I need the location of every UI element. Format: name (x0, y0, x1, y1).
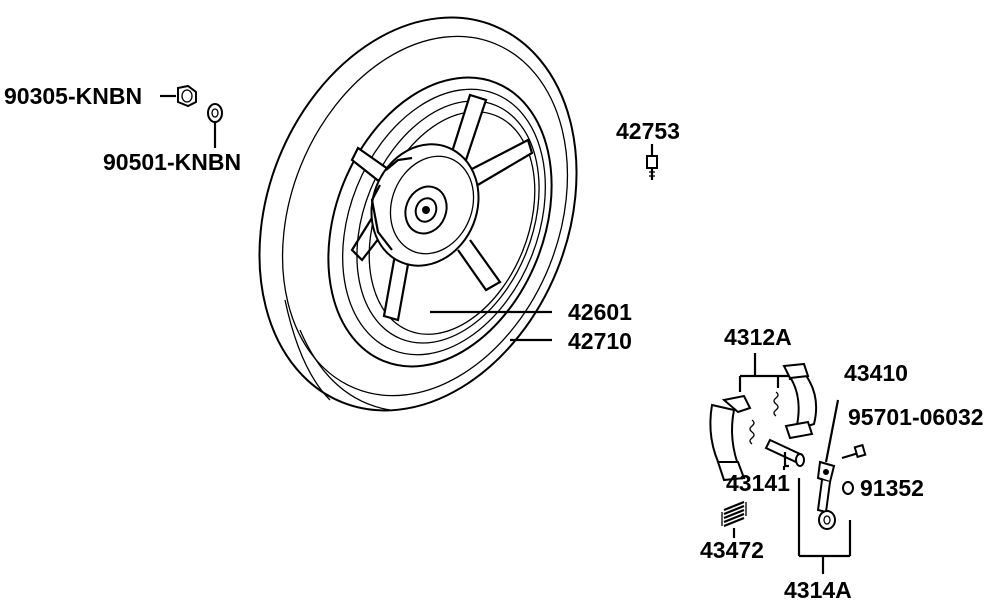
brake-arm-icon (816, 460, 836, 530)
brake-shoe-right (782, 362, 818, 440)
label-cam: 43141 (726, 470, 790, 496)
label-washer: 90501-KNBN (103, 149, 241, 175)
axle-nut-icon (177, 84, 197, 108)
label-cam-lever: 43410 (844, 360, 908, 386)
wheel-rim (327, 76, 553, 368)
arm-set-bracket (797, 478, 852, 574)
label-valve: 42753 (616, 118, 680, 144)
brake-cam-icon (764, 438, 805, 468)
small-nut-icon (842, 481, 854, 495)
brake-shoe-left (709, 394, 752, 482)
shoe-set-bracket (738, 353, 792, 392)
label-wheel: 42601 (568, 299, 632, 325)
arm-leader-line (824, 399, 840, 463)
label-arm-set: 4314A (784, 577, 852, 601)
label-nut: 90305-KNBN (4, 83, 142, 109)
return-spring-icon (721, 500, 747, 528)
label-shoe-set: 4312A (724, 324, 792, 350)
wheel-hub (370, 143, 480, 267)
label-spring: 43472 (700, 537, 764, 563)
valve-stem-icon (646, 144, 658, 180)
shoe-spring-icon (749, 391, 779, 445)
label-bolt: 95701-06032 (848, 404, 984, 430)
wheel-spokes (350, 93, 534, 322)
label-tire: 42710 (568, 328, 632, 354)
washer-icon (207, 103, 223, 123)
label-small-nut: 91352 (860, 475, 924, 501)
bolt-icon (841, 443, 867, 460)
